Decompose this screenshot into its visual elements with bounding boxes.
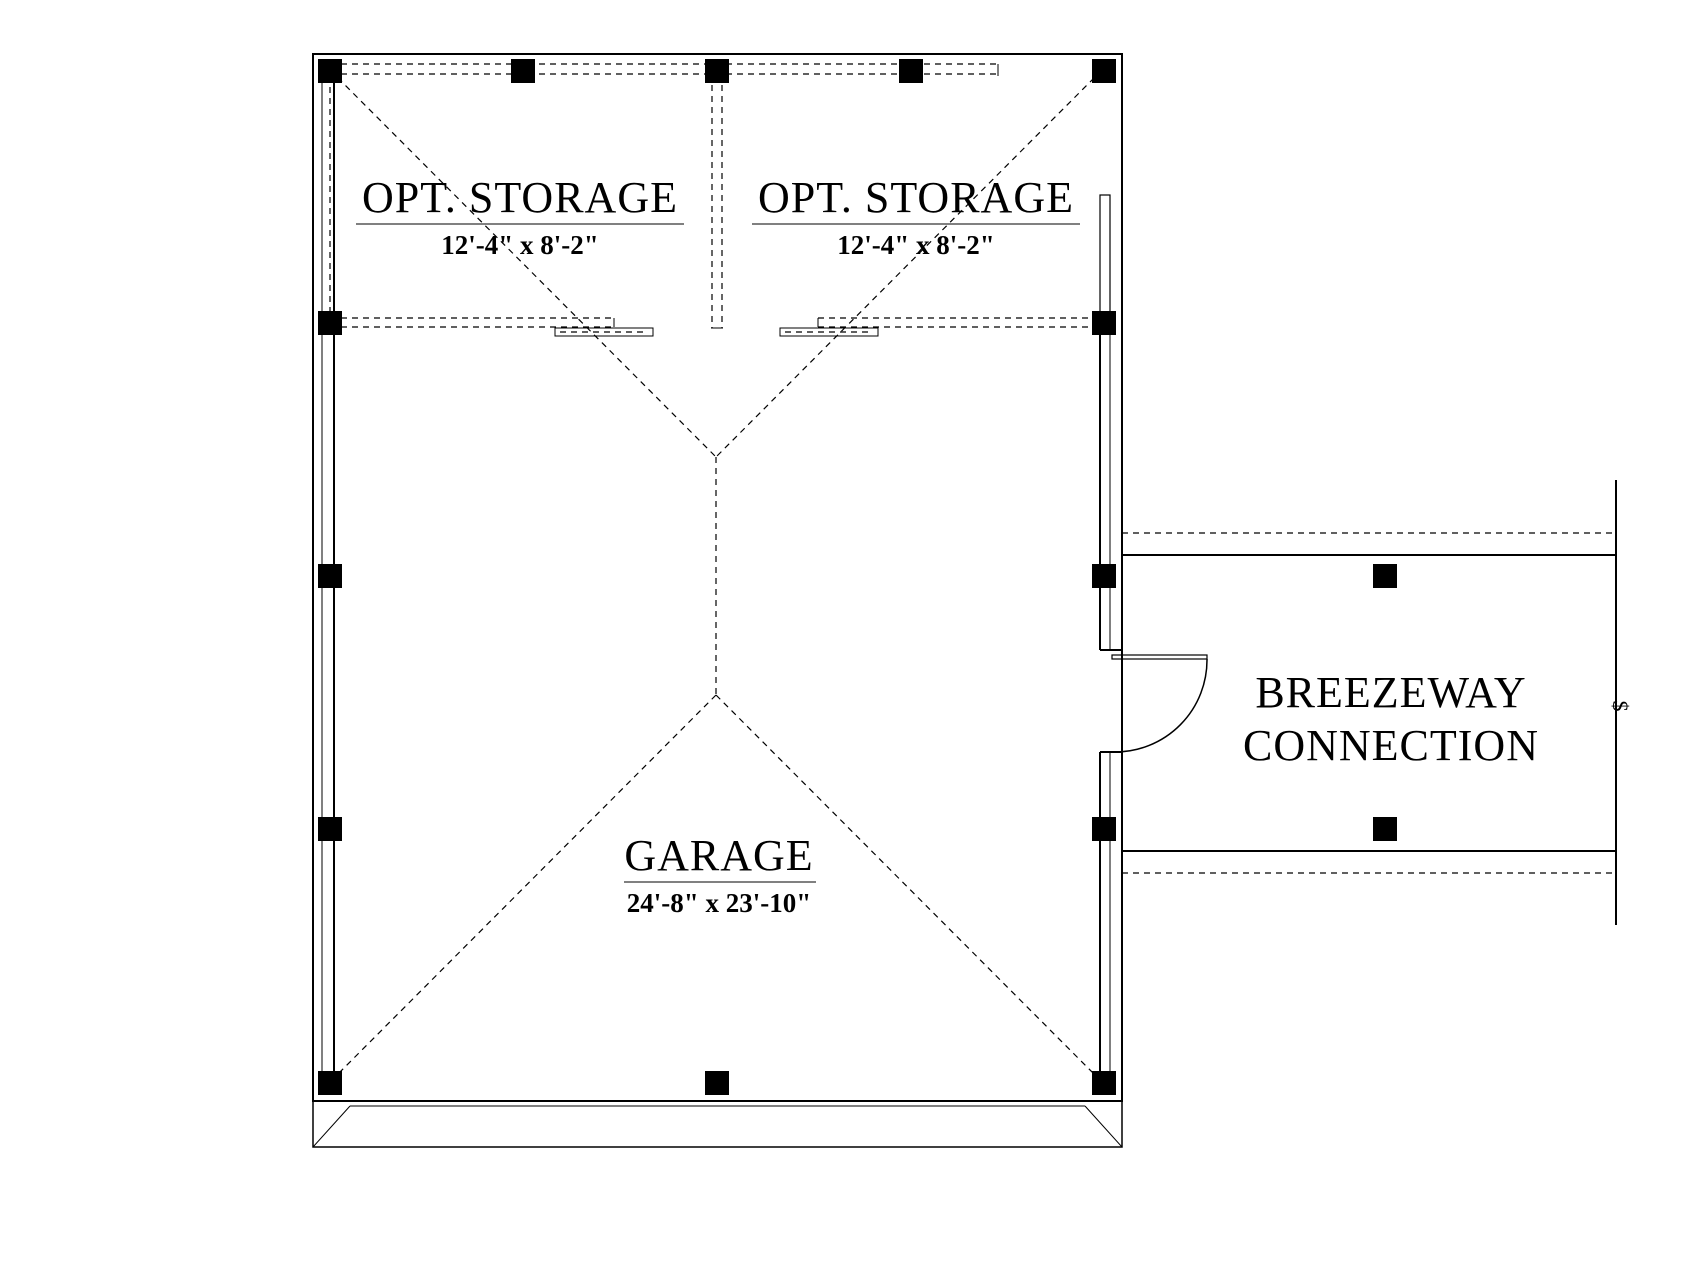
- room-label-storage-right: OPT. STORAGE 12'-4" x 8'-2": [752, 173, 1080, 260]
- breezeway-name-line1: BREEZEWAY: [1255, 668, 1526, 717]
- garage-size: 24'-8" x 23'-10": [627, 888, 811, 918]
- posts: [318, 59, 1397, 1095]
- post: [511, 59, 535, 83]
- roof-hip-lines: [329, 69, 1103, 1083]
- post: [318, 817, 342, 841]
- post: [1092, 59, 1116, 83]
- post: [1092, 817, 1116, 841]
- room-label-storage-left: OPT. STORAGE 12'-4" x 8'-2": [356, 173, 684, 260]
- roof-overhang: [312, 1100, 1123, 1148]
- post: [705, 59, 729, 83]
- room-label-breezeway: BREEZEWAY CONNECTION: [1243, 668, 1539, 770]
- post: [1092, 311, 1116, 335]
- post: [318, 59, 342, 83]
- post: [899, 59, 923, 83]
- storage-left-size: 12'-4" x 8'-2": [441, 230, 598, 260]
- storage-right-name: OPT. STORAGE: [758, 173, 1074, 222]
- light-switch-icon: $: [1608, 701, 1633, 712]
- post: [318, 564, 342, 588]
- post: [1092, 564, 1116, 588]
- post: [318, 1071, 342, 1095]
- storage-right-size: 12'-4" x 8'-2": [837, 230, 994, 260]
- breezeway: [1121, 480, 1617, 925]
- room-label-garage: GARAGE 24'-8" x 23'-10": [624, 831, 816, 918]
- post: [1373, 817, 1397, 841]
- post: [1373, 564, 1397, 588]
- post: [318, 311, 342, 335]
- post: [1092, 1071, 1116, 1095]
- post: [705, 1071, 729, 1095]
- storage-left-name: OPT. STORAGE: [362, 173, 678, 222]
- garage-name: GARAGE: [624, 831, 813, 880]
- door-swing: [1111, 654, 1208, 753]
- storage-partitions: [329, 63, 1100, 337]
- breezeway-name-line2: CONNECTION: [1243, 721, 1539, 770]
